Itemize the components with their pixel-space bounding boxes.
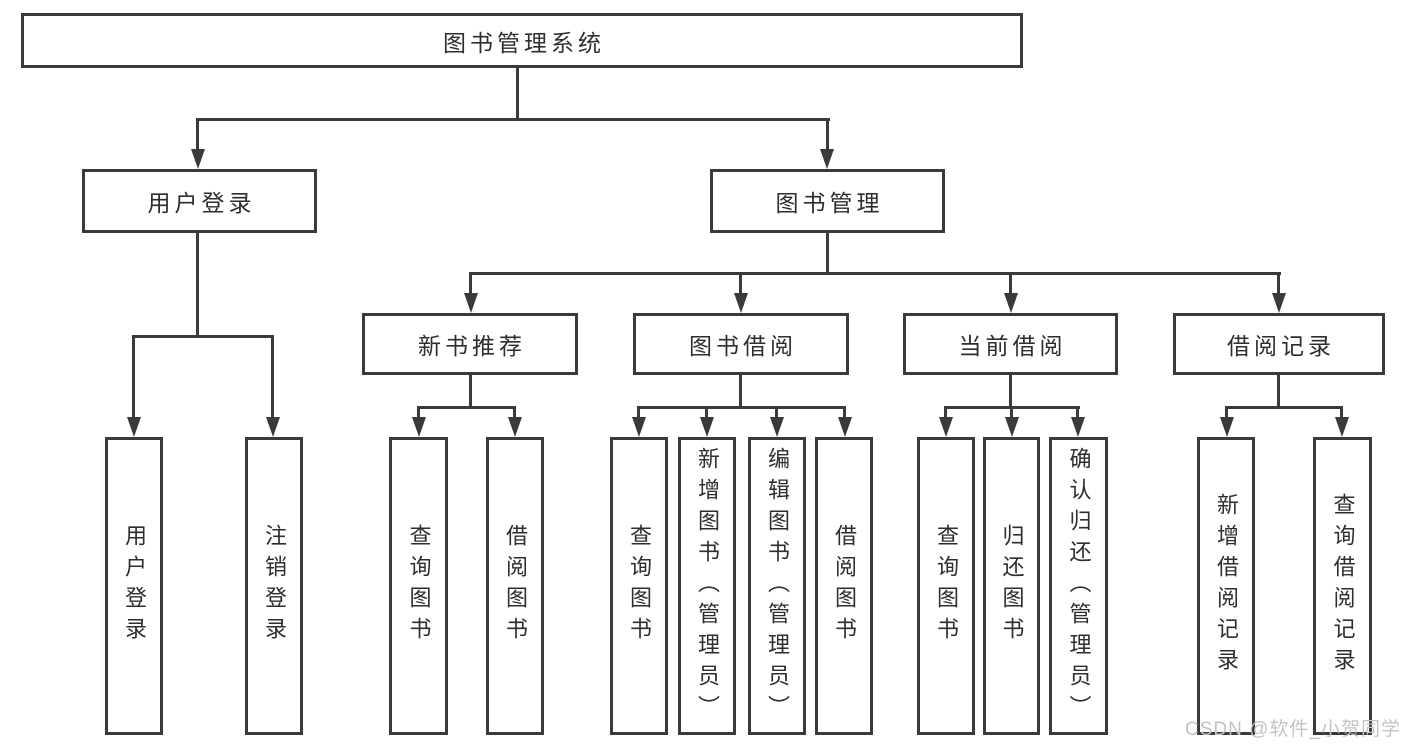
- leaf-current-query-books: 查询图书: [917, 437, 975, 735]
- connector-drop-leaf: [271, 335, 274, 421]
- connector-drop-leaf: [775, 406, 778, 419]
- connector-newbook-stem: [469, 375, 472, 406]
- leaf-borrow-borrow-books-label: 借阅图书: [832, 524, 857, 648]
- node-root: 图书管理系统: [21, 13, 1023, 68]
- leaf-records-query-record-label: 查询借阅记录: [1330, 493, 1356, 679]
- arrow-down-icon: [1071, 417, 1085, 437]
- connector-mgmt-stem: [826, 233, 829, 272]
- leaf-logout-label: 注销登录: [262, 524, 287, 648]
- leaf-current-confirm-return-admin-label: 确认归还（管理员）: [1066, 446, 1092, 726]
- csdn-watermark: CSDN @软件_小贺同学: [1185, 719, 1401, 740]
- arrow-down-icon: [464, 293, 478, 313]
- leaf-borrow-borrow-books: 借阅图书: [815, 437, 873, 735]
- node-user-login-label: 用户登录: [147, 190, 256, 216]
- leaf-current-query-books-label: 查询图书: [934, 524, 959, 648]
- leaf-records-query-record: 查询借阅记录: [1313, 437, 1372, 735]
- arrow-down-icon: [1335, 417, 1349, 437]
- node-borrow-records: 借阅记录: [1173, 313, 1385, 375]
- connector-drop-book-management: [826, 118, 829, 151]
- leaf-borrow-query-books-label: 查询图书: [627, 524, 652, 648]
- arrow-down-icon: [632, 417, 646, 437]
- connector-drop-leaf: [944, 406, 947, 419]
- connector-drop-leaf: [132, 335, 135, 421]
- arrow-down-icon: [1005, 417, 1019, 437]
- arrow-down-icon: [1004, 293, 1018, 313]
- leaf-borrow-edit-books-admin-label: 编辑图书（管理员）: [765, 446, 790, 726]
- leaf-user-login-label: 用户登录: [122, 524, 147, 648]
- arrow-down-icon: [838, 417, 852, 437]
- arrow-down-icon: [127, 417, 141, 437]
- arrow-down-icon: [1272, 293, 1286, 313]
- node-current-borrow-label: 当前借阅: [958, 333, 1067, 359]
- node-book-borrow-label: 图书借阅: [689, 333, 797, 359]
- leaf-borrow-add-books-admin-label: 新增图书（管理员）: [695, 446, 720, 726]
- leaf-records-add-record-label: 新增借阅记录: [1214, 493, 1239, 679]
- leaf-borrow-add-books-admin: 新增图书（管理员）: [678, 437, 736, 735]
- node-book-borrow: 图书借阅: [633, 313, 849, 375]
- arrow-down-icon: [700, 417, 714, 437]
- node-borrow-records-label: 借阅记录: [1227, 333, 1335, 359]
- connector-mgmt-bus: [469, 272, 1281, 275]
- connector-newbook-bus: [417, 406, 516, 409]
- connector-drop-leaf: [1225, 406, 1228, 419]
- leaf-newbook-borrow-books: 借阅图书: [486, 437, 544, 735]
- leaf-records-add-record: 新增借阅记录: [1197, 437, 1255, 735]
- arrow-down-icon: [1220, 417, 1234, 437]
- arrow-down-icon: [266, 417, 280, 437]
- node-book-management-label: 图书管理: [775, 190, 884, 216]
- leaf-current-return-books: 归还图书: [983, 437, 1040, 735]
- arrow-down-icon: [734, 293, 748, 313]
- connector-drop-leaf: [705, 406, 708, 419]
- leaf-borrow-edit-books-admin: 编辑图书（管理员）: [748, 437, 806, 735]
- connector-drop-leaf: [637, 406, 640, 419]
- connector-bookborrow-bus: [637, 406, 846, 409]
- leaf-current-return-books-label: 归还图书: [999, 524, 1025, 648]
- connector-records-bus: [1225, 406, 1343, 409]
- connector-login-bus: [132, 335, 274, 338]
- connector-drop-book-borrow: [739, 272, 742, 296]
- leaf-borrow-query-books: 查询图书: [610, 437, 668, 735]
- connector-drop-user-login: [196, 118, 199, 151]
- arrow-down-icon: [939, 417, 953, 437]
- node-new-book-recommend-label: 新书推荐: [418, 333, 526, 359]
- connector-drop-new-book: [469, 272, 472, 296]
- arrow-down-icon: [770, 417, 784, 437]
- connector-drop-leaf: [1076, 406, 1079, 419]
- leaf-newbook-query-books: 查询图书: [389, 437, 448, 735]
- node-book-management: 图书管理: [710, 169, 945, 233]
- connector-records-stem: [1277, 375, 1280, 406]
- node-user-login: 用户登录: [82, 169, 317, 233]
- arrow-down-icon: [820, 149, 834, 169]
- node-root-label: 图书管理系统: [443, 29, 605, 56]
- connector-drop-borrow-records: [1277, 272, 1280, 296]
- connector-bookborrow-stem: [739, 375, 742, 406]
- connector-currentborrow-stem: [1009, 375, 1012, 406]
- connector-drop-leaf: [1340, 406, 1343, 419]
- connector-root-stem: [516, 68, 519, 118]
- connector-drop-current-borrow: [1009, 272, 1012, 296]
- node-new-book-recommend: 新书推荐: [362, 313, 578, 375]
- connector-drop-leaf: [1010, 406, 1013, 419]
- leaf-user-login: 用户登录: [105, 437, 163, 735]
- connector-login-stem: [196, 233, 199, 335]
- leaf-newbook-query-books-label: 查询图书: [406, 524, 432, 648]
- leaf-logout: 注销登录: [245, 437, 303, 735]
- connector-drop-leaf: [417, 406, 420, 419]
- arrow-down-icon: [412, 417, 426, 437]
- node-current-borrow: 当前借阅: [903, 313, 1118, 375]
- connector-drop-leaf: [843, 406, 846, 419]
- connector-drop-leaf: [513, 406, 516, 419]
- arrow-down-icon: [508, 417, 522, 437]
- leaf-newbook-borrow-books-label: 借阅图书: [503, 524, 528, 648]
- arrow-down-icon: [191, 149, 205, 169]
- leaf-current-confirm-return-admin: 确认归还（管理员）: [1049, 437, 1108, 735]
- connector-root-bus: [196, 118, 830, 121]
